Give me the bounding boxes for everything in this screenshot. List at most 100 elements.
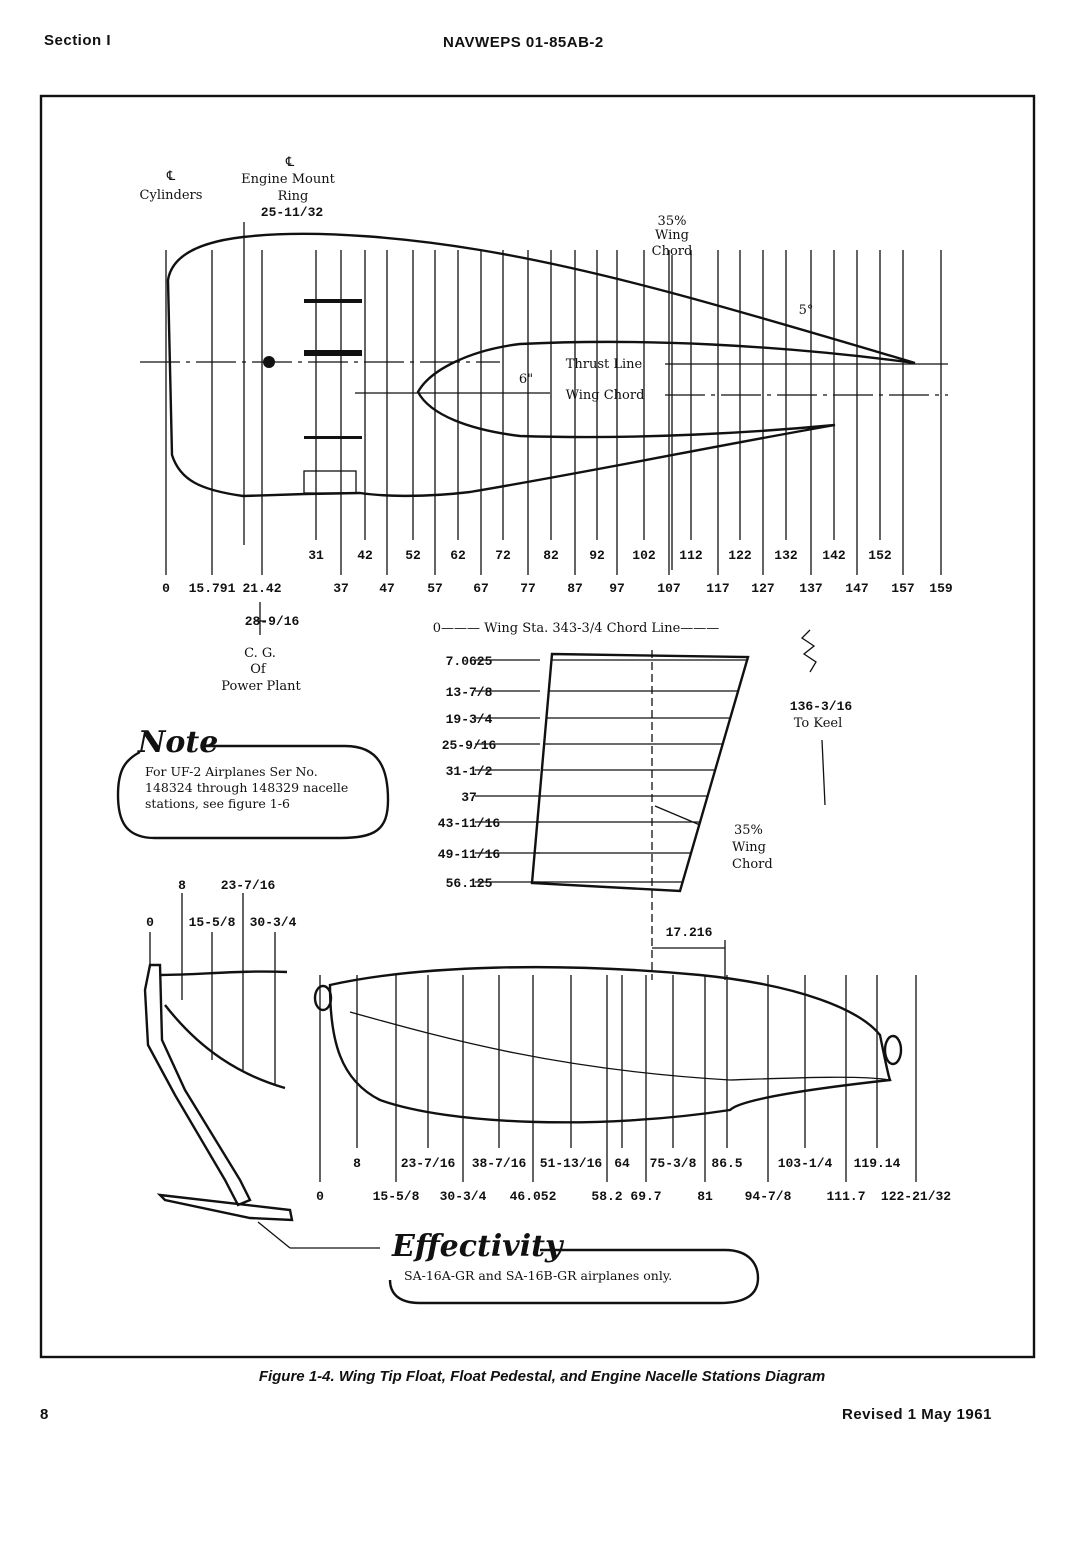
- chord-station-label: 7.0625: [446, 654, 493, 669]
- float-station-label: 15-5/8: [373, 1189, 420, 1204]
- effectivity-title: Effectivity: [391, 1229, 565, 1264]
- document-number: NAVWEPS 01-85AB-2: [443, 34, 604, 51]
- float-station-label: 119.14: [854, 1156, 901, 1171]
- float-station-label: 75-3/8: [650, 1156, 697, 1171]
- nacelle-station-label: 112: [679, 548, 703, 563]
- engine-mount-label: Engine Mount: [241, 172, 335, 187]
- angle-label: 5°: [799, 303, 814, 318]
- nacelle-station-label: 97: [609, 581, 625, 596]
- chord-station-label: 19-3/4: [446, 712, 493, 727]
- nacelle-station-label: 157: [891, 581, 914, 596]
- note-text: 148324 through 148329 nacelle: [145, 780, 348, 795]
- nacelle-station-label: 62: [450, 548, 466, 563]
- nacelle-station-label: 137: [799, 581, 822, 596]
- cg-label: Power Plant: [221, 679, 301, 694]
- engine-nacelle: 31 42 52 62 72 82 92 102 112 122 132 142 152 0 15.791 2…: [140, 222, 953, 806]
- pedestal-station-label: 0: [146, 915, 154, 930]
- nacelle-station-label: 92: [589, 548, 605, 563]
- chord-station-label: 25-9/16: [442, 738, 497, 753]
- nacelle-station-label: 132: [774, 548, 798, 563]
- float-station-label: 69.7: [630, 1189, 661, 1204]
- nacelle-station-label: 159: [929, 581, 953, 596]
- chord-line-title: 0——— Wing Sta. 343-3/4 Chord Line———: [433, 621, 720, 636]
- nacelle-station-label: 142: [822, 548, 846, 563]
- float-station-label: 103-1/4: [778, 1156, 833, 1171]
- nacelle-station-label: 122: [728, 548, 752, 563]
- float-station-label: 51-13/16: [540, 1156, 603, 1171]
- effectivity-callout: Effectivity SA-16A-GR and SA-16B-GR airp…: [388, 1229, 760, 1305]
- wing-chord-label: 35%: [734, 823, 763, 838]
- chord-station-label: 37: [461, 790, 477, 805]
- nacelle-station-label: 117: [706, 581, 729, 596]
- engine-mount-label: Ring: [278, 189, 309, 204]
- wing-chord-line-label: Wing Chord: [566, 388, 645, 403]
- note-title: Note: [137, 725, 218, 760]
- effectivity-text: SA-16A-GR and SA-16B-GR airplanes only.: [404, 1268, 672, 1283]
- nacelle-station-label: 21.42: [242, 581, 281, 596]
- chord-station-label: 31-1/2: [446, 764, 493, 779]
- nacelle-station-label: 82: [543, 548, 559, 563]
- float-station-label: 111.7: [826, 1189, 865, 1204]
- cg-station: 28-9/16: [245, 614, 300, 629]
- note-callout: Note For UF-2 Airplanes Ser No. 148324 t…: [116, 725, 390, 840]
- keel-label: To Keel: [794, 716, 843, 731]
- figure-frame: [39, 94, 1036, 1359]
- cylinders-label: Cylinders: [140, 188, 203, 203]
- pedestal-station-label: 8: [178, 878, 186, 893]
- offset-label: 6": [519, 372, 533, 387]
- wing-chord-label: Chord: [732, 857, 773, 872]
- wing-chord-label: Chord: [652, 244, 693, 259]
- offset-dimension: 17.216: [666, 925, 713, 940]
- page-number: 8: [40, 1406, 49, 1423]
- nacelle-station-label: 127: [751, 581, 774, 596]
- float-station-label: 122-21/32: [881, 1189, 951, 1204]
- float-station-label: 23-7/16: [401, 1156, 456, 1171]
- engine-mount-station: 25-11/32: [261, 205, 324, 220]
- chord-station-label: 49-11/16: [438, 847, 501, 862]
- nacelle-station-label: 57: [427, 581, 443, 596]
- nacelle-station-label: 72: [495, 548, 511, 563]
- note-text: stations, see figure 1-6: [145, 796, 290, 811]
- nacelle-station-label: 47: [379, 581, 395, 596]
- centerline-symbol: ℄: [285, 155, 295, 170]
- wing-chord-label: 35%: [658, 214, 687, 229]
- revision-date: Revised 1 May 1961: [842, 1406, 992, 1423]
- nacelle-station-label: 102: [632, 548, 656, 563]
- nacelle-station-label: 31: [308, 548, 324, 563]
- wing-chord-label: Wing: [732, 840, 766, 855]
- figure-caption: Figure 1-4. Wing Tip Float, Float Pedest…: [258, 1368, 826, 1385]
- nacelle-station-label: 147: [845, 581, 868, 596]
- wing-chord-planform: [530, 650, 750, 980]
- cg-label: Of: [250, 662, 267, 677]
- chord-station-label: 13-7/8: [446, 685, 493, 700]
- wing-tip-float: [313, 965, 903, 1124]
- float-station-label: 58.2: [591, 1189, 622, 1204]
- chord-station-label: 43-11/16: [438, 816, 501, 831]
- keel-distance: 136-3/16: [790, 699, 853, 714]
- nacelle-station-label: 77: [520, 581, 536, 596]
- nacelle-station-label: 87: [567, 581, 583, 596]
- float-station-label: 46.052: [510, 1189, 557, 1204]
- float-station-label: 64: [614, 1156, 630, 1171]
- nacelle-station-label: 42: [357, 548, 373, 563]
- chord-station-label: 56.125: [446, 876, 493, 891]
- pedestal-station-label: 15-5/8: [189, 915, 236, 930]
- float-pedestal: [143, 893, 380, 1249]
- float-station-label: 8: [353, 1156, 361, 1171]
- nacelle-station-label: 15.791: [189, 581, 236, 596]
- nacelle-station-label: 107: [657, 581, 680, 596]
- cg-label: C. G.: [244, 646, 276, 661]
- pedestal-station-label: 30-3/4: [250, 915, 297, 930]
- nacelle-station-label: 0: [162, 581, 170, 596]
- pedestal-station-label: 23-7/16: [221, 878, 276, 893]
- nacelle-station-label: 67: [473, 581, 489, 596]
- cg-marker: [263, 356, 275, 368]
- float-station-label: 38-7/16: [472, 1156, 527, 1171]
- nacelle-station-label: 52: [405, 548, 421, 563]
- nacelle-station-label: 152: [868, 548, 892, 563]
- float-station-label: 86.5: [711, 1156, 742, 1171]
- float-station-label: 81: [697, 1189, 713, 1204]
- float-station-label: 0: [316, 1189, 324, 1204]
- centerline-symbol: ℄: [166, 169, 176, 184]
